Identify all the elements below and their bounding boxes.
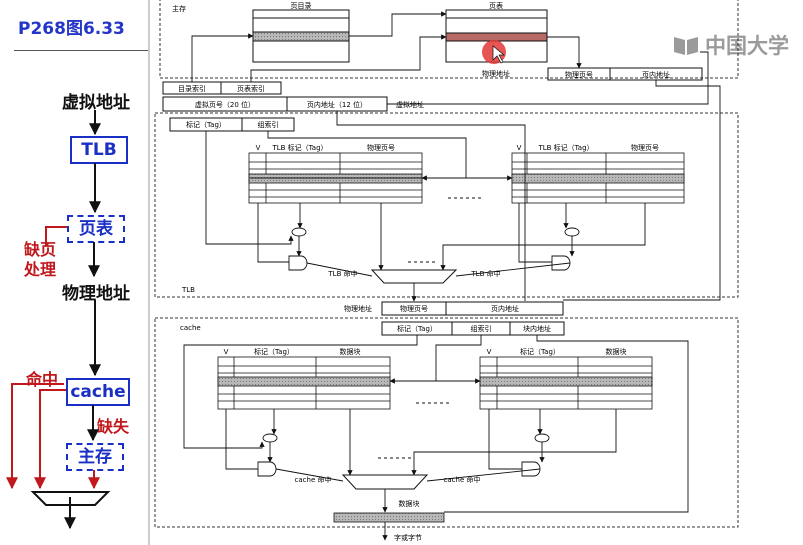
tlb2-ppn-col: 物理页号 [631, 143, 659, 152]
block-offset-label: 块内地址 [523, 324, 551, 333]
tlb-group-index-label: 组索引 [258, 120, 279, 129]
phys-page-no-label: 物理页号 [565, 70, 593, 79]
flow-arrows [64, 110, 101, 530]
word-byte-label: 字或字节 [394, 533, 422, 542]
flow-virtual-address: 虚拟地址 [62, 93, 130, 113]
watermark: 中国大学 [673, 30, 803, 60]
data-block-output [333, 512, 445, 523]
cache1-v-col: V [224, 348, 229, 356]
tlb-way-2 [511, 152, 685, 204]
cache-dotted-separators [378, 402, 452, 459]
cache-comparators [257, 433, 550, 477]
cache1-tag-col: 标记（Tag） [254, 347, 294, 356]
cache-connectors [183, 335, 689, 541]
pt-index-label: 页表索引 [237, 84, 265, 93]
phys-addr-label: 物理地址 [482, 69, 510, 78]
tlb-dotted-separators [408, 197, 482, 263]
cache2-data-col: 数据块 [606, 347, 627, 356]
data-block-label: 数据块 [399, 499, 420, 508]
watermark-text: 中国大学 [705, 34, 789, 58]
flow-page-fault-label: 缺页处理 [24, 240, 57, 279]
cache-way-2 [479, 356, 653, 410]
phys-page-no2-label: 物理页号 [400, 304, 428, 313]
tlb-hit-right-label: TLB 命中 [470, 269, 500, 278]
vpn-label: 虚拟页号（20 位） [195, 100, 255, 109]
cache-hit-right-label: cache 命中 [444, 475, 481, 484]
page-title: P268图6.33 [18, 19, 125, 39]
cache-region [154, 317, 739, 528]
title-divider [14, 50, 148, 51]
mouse-pointer-icon [492, 45, 505, 64]
tlb1-tag-col: TLB 标记（Tag） [271, 143, 327, 152]
tlb-region [154, 112, 739, 298]
tlb-tag-label: 标记（Tag） [186, 120, 226, 129]
cache-tag-label: 标记（Tag） [397, 324, 437, 333]
tlb2-tag-col: TLB 标记（Tag） [537, 143, 593, 152]
flow-tlb-box: TLB [70, 136, 128, 164]
page-directory-table [252, 9, 350, 63]
cache-hit-left-label: cache 命中 [295, 475, 332, 484]
cache-mux [341, 474, 429, 490]
tlb2-v-col: V [517, 144, 522, 152]
page-table-label: 页表 [489, 1, 503, 10]
main-memory-label: 主存 [172, 4, 186, 13]
cache-group-index-label: 组索引 [471, 324, 492, 333]
phys-addr-mid-label: 物理地址 [344, 304, 372, 313]
phys-address-box [381, 301, 564, 316]
cache2-tag-col: 标记（Tag） [520, 347, 560, 356]
tlb1-v-col: V [256, 144, 261, 152]
virtual-address-label: 虚拟地址 [396, 100, 424, 109]
flow-cache-box: cache [66, 378, 130, 406]
flow-miss-label: 缺失 [97, 417, 130, 436]
tlb-comparators [288, 227, 580, 271]
tlb-mux [370, 269, 458, 284]
tlb1-ppn-col: 物理页号 [367, 143, 395, 152]
cache2-v-col: V [487, 348, 492, 356]
tlb-hit-left-label: TLB 命中 [327, 269, 357, 278]
cache1-data-col: 数据块 [340, 347, 361, 356]
page-directory-label: 页目录 [291, 2, 312, 10]
cache-way-1 [217, 356, 391, 410]
flow-red-arrows [6, 226, 100, 490]
book-logo-icon [674, 37, 698, 55]
tlb-region-label: TLB [181, 286, 195, 294]
flow-mux [30, 491, 111, 506]
page-offset-12-label: 页内地址（12 位） [307, 100, 367, 109]
cache-region-label: cache [180, 324, 201, 332]
flow-page-table-box: 页表 [67, 215, 125, 243]
page-offset2-label: 页内地址 [491, 304, 519, 313]
tlb-connectors [205, 111, 646, 302]
page-offset-label: 页内地址 [642, 70, 670, 79]
flow-physical-address: 物理地址 [62, 284, 130, 304]
dir-index-label: 目录索引 [178, 84, 206, 93]
main-memory-connectors [191, 11, 721, 301]
